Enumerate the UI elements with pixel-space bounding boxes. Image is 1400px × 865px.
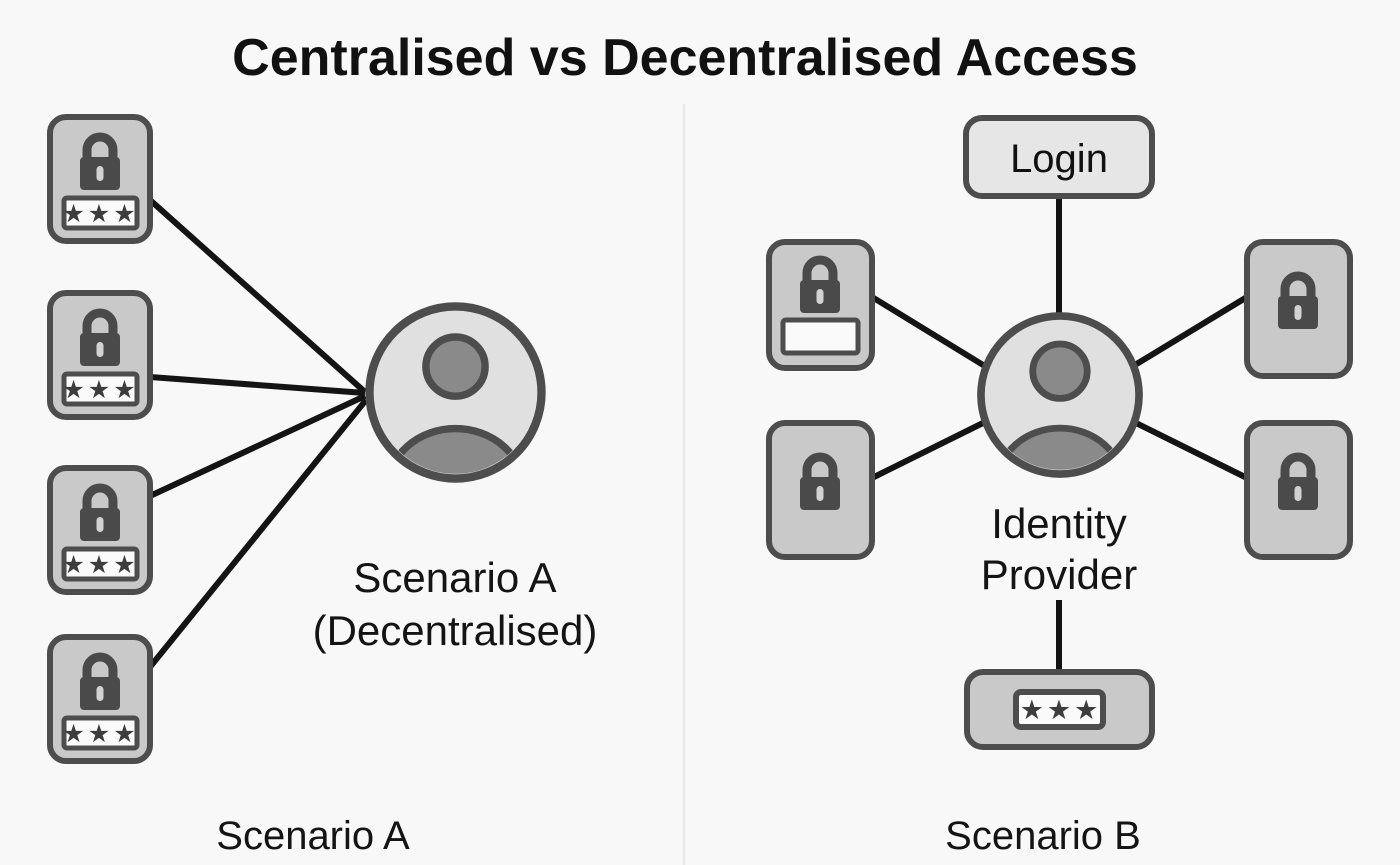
connector-a-3 (148, 393, 367, 499)
scenario-b-lock-card-right-bottom[interactable] (1244, 420, 1353, 560)
identity-provider-label-line2: Provider (981, 551, 1137, 598)
connector-a-2 (149, 374, 366, 396)
password-field[interactable] (1013, 689, 1106, 730)
page-title: Centralised vs Decentralised Access (232, 29, 1138, 87)
password-field[interactable] (61, 195, 140, 231)
scenario-b-connectors (870, 195, 1249, 672)
login-button-body (963, 115, 1155, 199)
scenario-a-lock-card-3[interactable]: ★★★ (47, 465, 153, 595)
scenario-b-user-avatar-icon[interactable] (981, 316, 1139, 484)
password-field[interactable] (61, 546, 140, 582)
login-button-label: Login (1010, 137, 1108, 181)
password-field[interactable] (61, 371, 140, 407)
connector-a-4 (147, 398, 369, 669)
password-field-value: ★★★ (62, 550, 138, 579)
scenario-b-lock-card-left-top[interactable] (766, 239, 875, 371)
scenario-a-lock-card-1[interactable]: ★★★ (47, 114, 153, 244)
scenario-b-lock-card-left-bottom[interactable] (766, 420, 875, 560)
password-field-value: ★★★ (62, 199, 138, 228)
connector-a-1 (148, 197, 367, 395)
scenario-a-connectors (147, 197, 369, 669)
scenario-a-lock-card-4[interactable]: ★★★ (47, 634, 153, 764)
password-field-value: ★★★ (62, 719, 138, 748)
connector-b-right-top (1128, 294, 1249, 371)
scenario-a-user-avatar-icon[interactable] (369, 306, 541, 489)
connector-b-left-top (870, 294, 990, 371)
scenario-b-caption: Scenario B (945, 814, 1141, 858)
scenario-a-caption: Scenario A (216, 814, 410, 858)
scenario-a-center-label-line2: (Decentralised) (313, 607, 598, 654)
password-field[interactable] (780, 317, 861, 356)
scenario-b-lock-card-right-top[interactable] (1244, 239, 1353, 379)
connector-b-left-bottom (870, 417, 991, 481)
scenario-a-lock-card-2[interactable]: ★★★ (47, 290, 153, 420)
scenario-b-login-button[interactable]: Login (963, 115, 1155, 199)
identity-provider-label-line1: Identity (991, 500, 1126, 547)
password-field-value: ★★★ (62, 375, 138, 404)
password-field-value: ★★★ (1020, 695, 1102, 726)
password-field[interactable] (61, 715, 140, 751)
scenario-b-password-box[interactable]: ★★★ (964, 669, 1155, 750)
connector-b-right-bottom (1128, 417, 1249, 481)
scenario-a-center-label-line1: Scenario A (353, 554, 556, 601)
